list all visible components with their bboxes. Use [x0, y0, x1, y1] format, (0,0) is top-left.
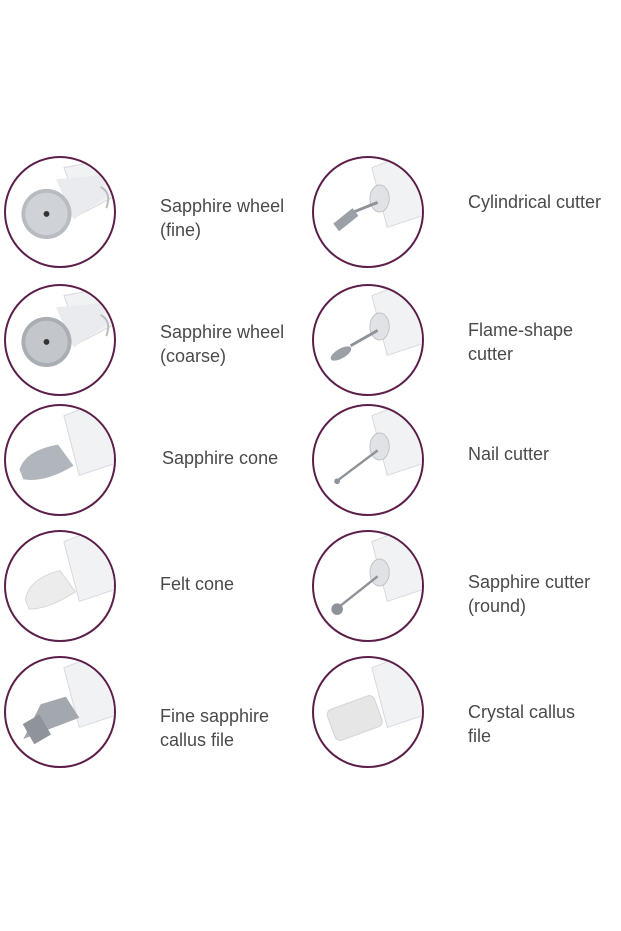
flame-shape-cutter-icon: [312, 284, 424, 396]
cylindrical-cutter-icon: [312, 156, 424, 268]
attachment-label: Crystal callus file: [468, 702, 576, 746]
attachment-label: Sapphire wheel (coarse): [160, 322, 285, 366]
crystal-callus-file-icon: [312, 656, 424, 768]
sapphire-cone-icon: [4, 404, 116, 516]
attachment-label: Flame-shape cutter: [468, 320, 574, 364]
attachment-sapphire-cone: Sapphire cone: [4, 404, 314, 528]
attachment-label: Felt cone: [160, 574, 235, 594]
attachment-cylindrical-cutter: Cylindrical cutter: [312, 156, 621, 280]
sapphire-wheel-fine-icon: [4, 156, 116, 268]
attachment-label: Sapphire wheel (fine): [160, 196, 285, 240]
attachment-sapphire-wheel-fine: Sapphire wheel (fine): [4, 156, 314, 280]
sapphire-wheel-coarse-icon: [4, 284, 116, 396]
attachment-label: Sapphire cone: [162, 448, 279, 468]
attachment-flame-shape-cutter: Flame-shape cutter: [312, 284, 621, 408]
attachment-sapphire-cutter-round: Sapphire cutter (round): [312, 530, 621, 654]
attachment-label: Cylindrical cutter: [468, 192, 602, 212]
attachment-crystal-callus-file: Crystal callus file: [312, 656, 621, 780]
attachment-sapphire-wheel-coarse: Sapphire wheel (coarse): [4, 284, 314, 408]
attachment-nail-cutter: Nail cutter: [312, 404, 621, 528]
attachment-label: Fine sapphire callus file: [160, 706, 270, 750]
attachment-fine-sapphire-callus-file: Fine sapphire callus file: [4, 656, 314, 780]
sapphire-cutter-round-icon: [312, 530, 424, 642]
felt-cone-icon: [4, 530, 116, 642]
fine-sapphire-callus-file-icon: [4, 656, 116, 768]
attachment-felt-cone: Felt cone: [4, 530, 314, 654]
attachment-label: Sapphire cutter (round): [468, 572, 591, 616]
attachment-label: Nail cutter: [468, 444, 550, 464]
nail-cutter-icon: [312, 404, 424, 516]
